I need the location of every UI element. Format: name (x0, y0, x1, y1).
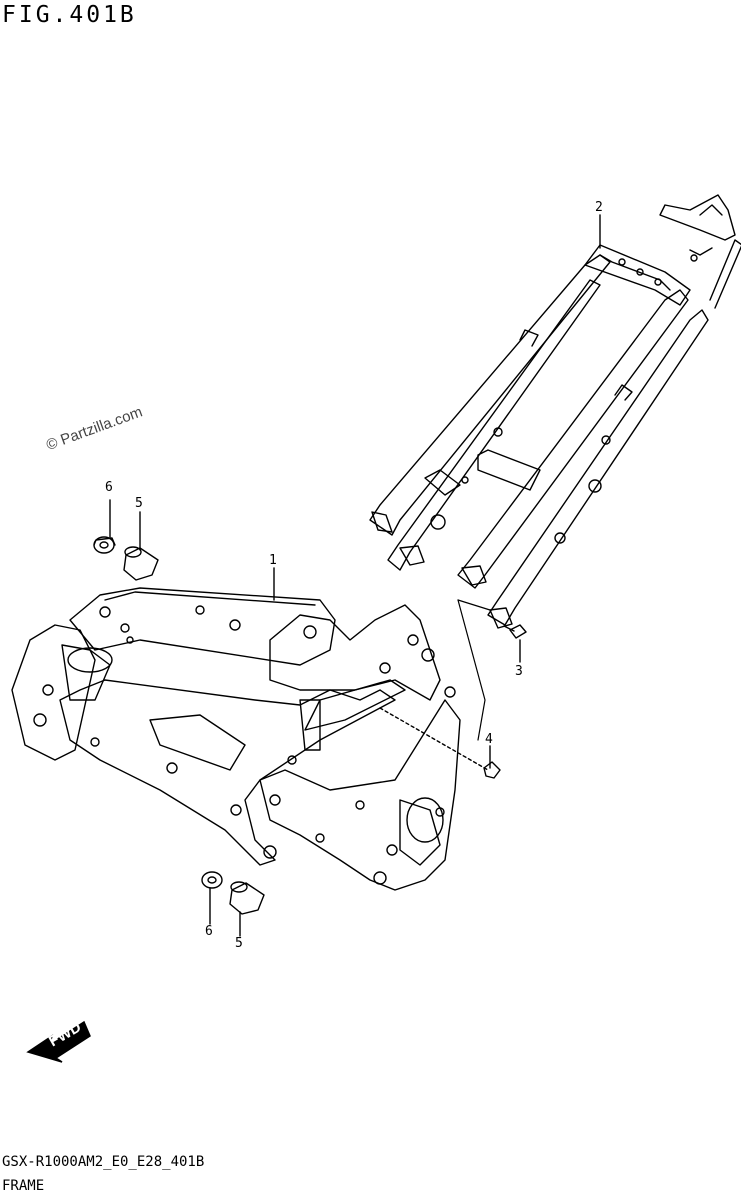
callout-2: 2 (595, 200, 603, 215)
callout-6-upper: 6 (105, 480, 113, 495)
callout-5-lower: 5 (235, 936, 243, 951)
callout-6-lower: 6 (205, 924, 213, 939)
main-frame-part (11, 587, 461, 891)
callout-3: 3 (515, 664, 523, 679)
footer-name: FRAME (2, 1178, 45, 1194)
spacer-part-5-lower (229, 881, 265, 915)
callout-4: 4 (485, 732, 493, 747)
fwd-arrow-icon (26, 1020, 91, 1063)
bolt-part-3 (503, 624, 527, 639)
seat-rail-part (369, 194, 741, 629)
figure-title: FIG.401B (2, 2, 137, 28)
footer-code: GSX-R1000AM2_E0_E28_401B (2, 1154, 205, 1170)
bushing-part-6-lower (201, 871, 223, 889)
spacer-part-5-upper (123, 546, 159, 581)
bushing-part-6-upper (93, 536, 116, 554)
callout-5-upper: 5 (135, 496, 143, 511)
callout-1: 1 (269, 553, 277, 568)
